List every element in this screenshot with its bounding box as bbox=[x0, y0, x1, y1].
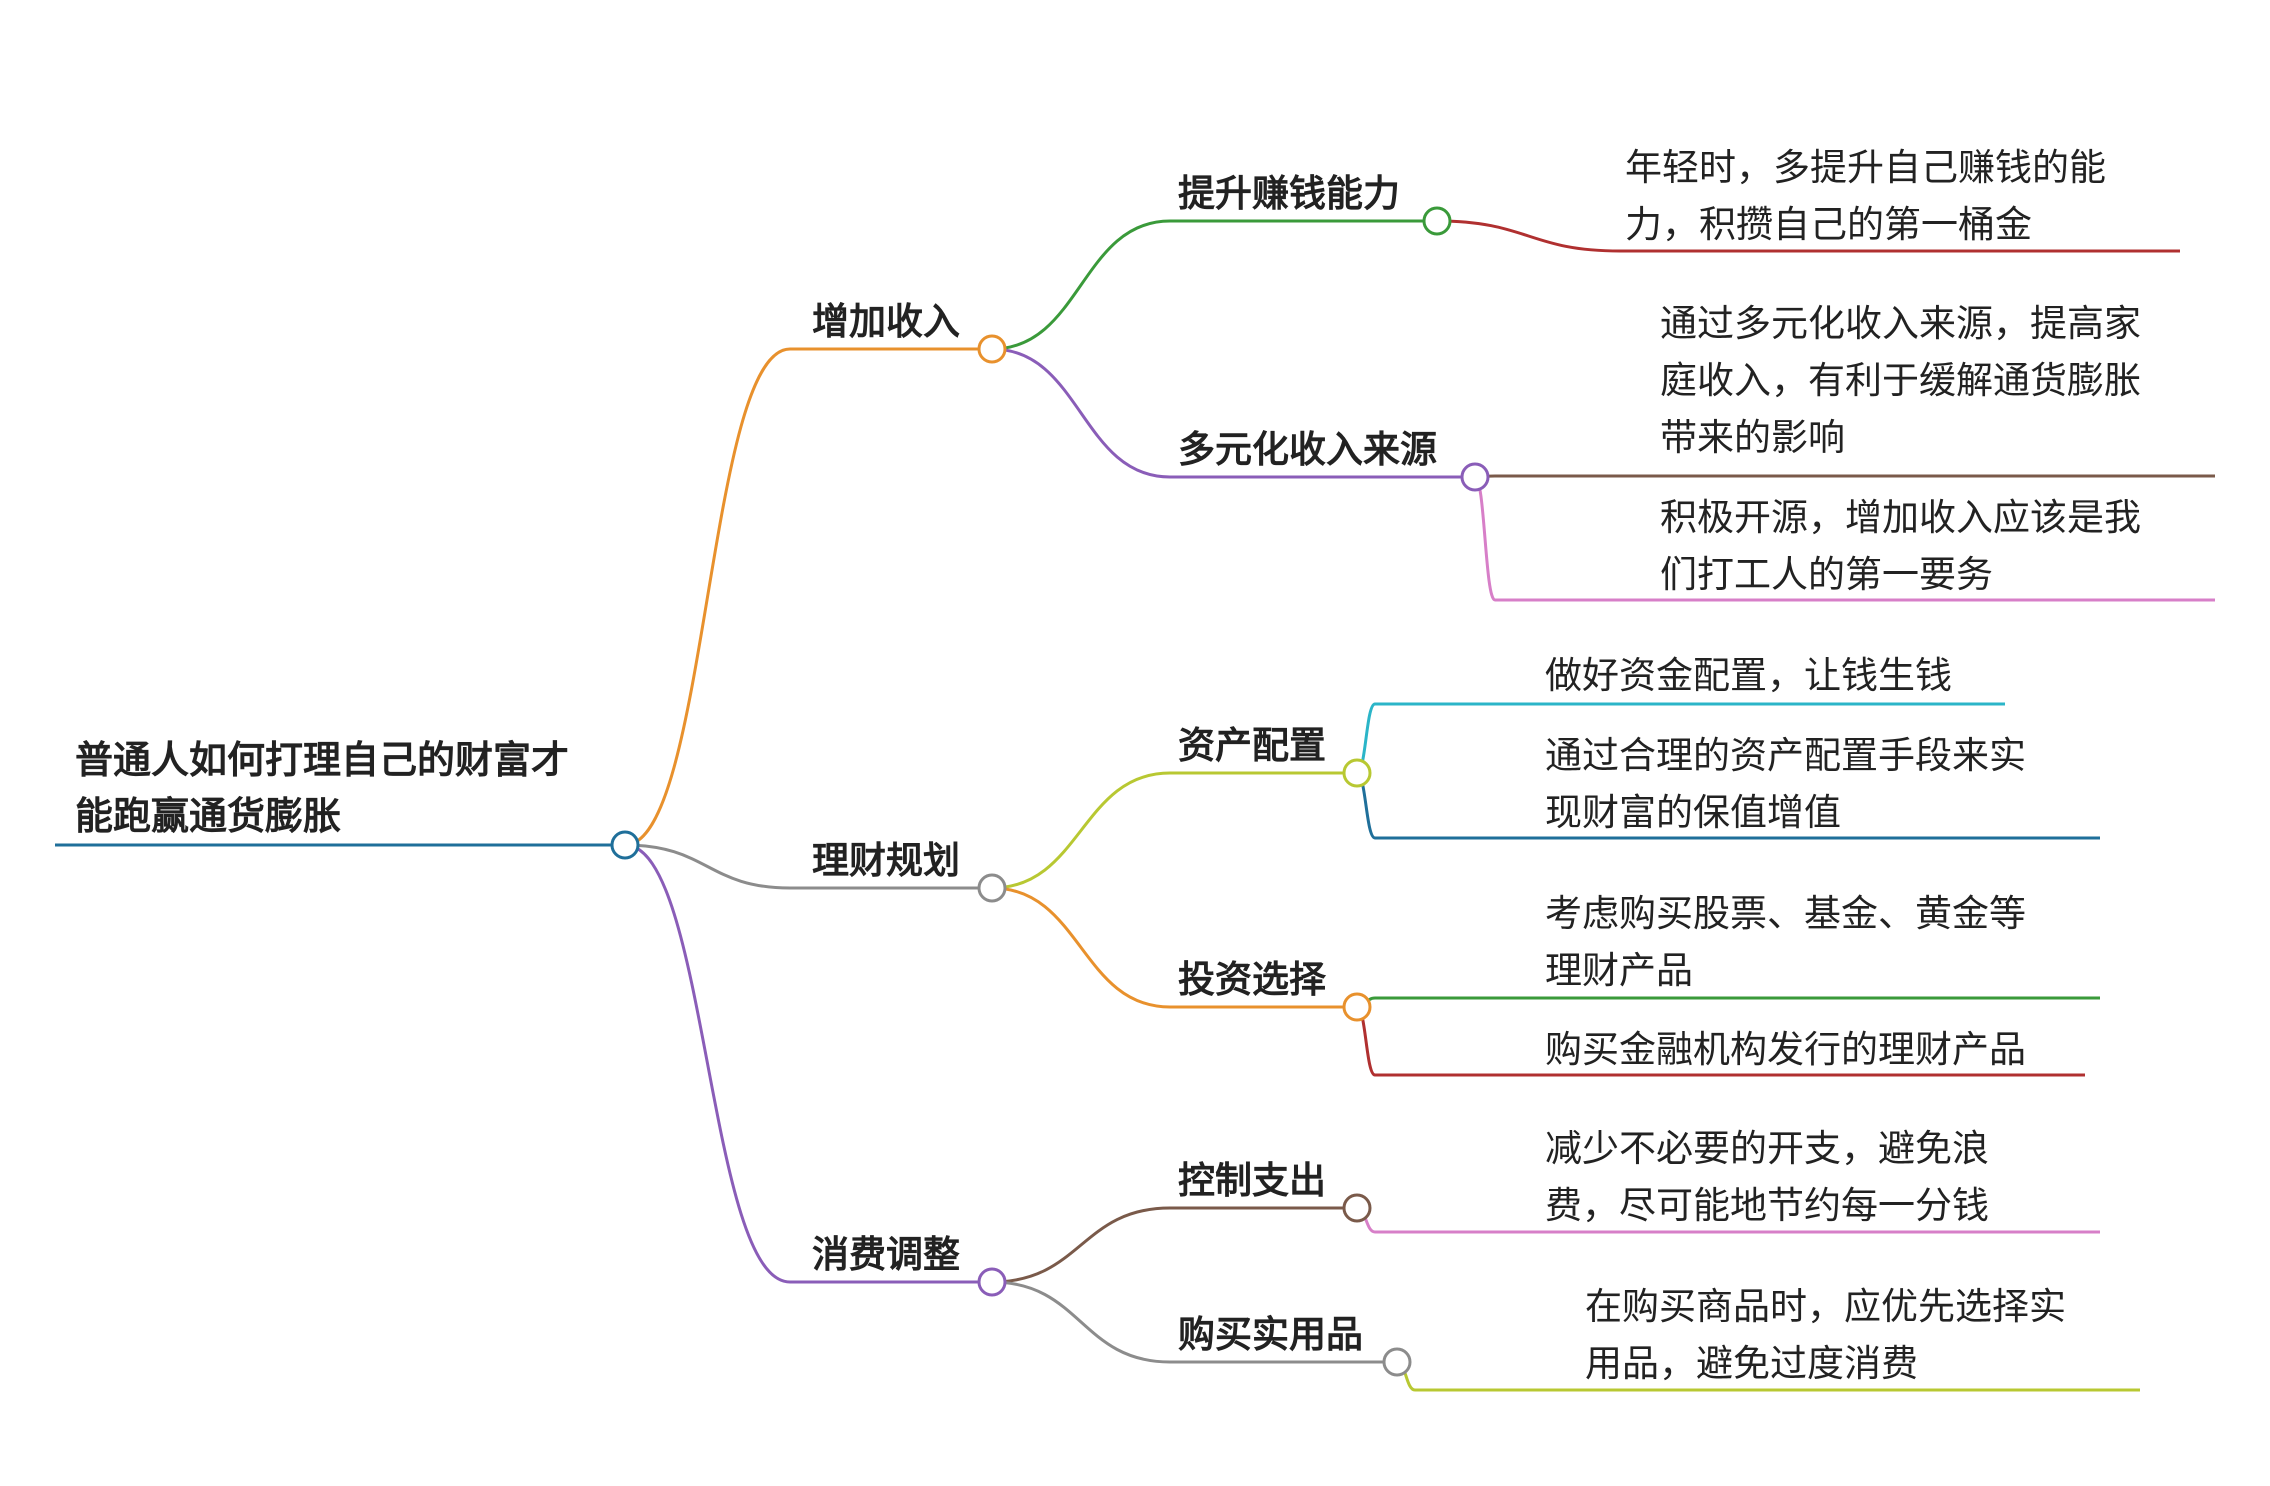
branch-connector bbox=[624, 843, 791, 1284]
leaf-text-line: 庭收入，有利于缓解通货膨胀 bbox=[1660, 359, 2141, 402]
leaf-text-line: 通过合理的资产配置手段来实 bbox=[1545, 734, 2026, 777]
leaf-text-line: 用品，避免过度消费 bbox=[1585, 1342, 1918, 1385]
leaf-text-line: 现财富的保值增值 bbox=[1545, 791, 1841, 834]
branch-label: 消费调整 bbox=[812, 1233, 960, 1276]
subtopic-node-circle[interactable] bbox=[1342, 992, 1372, 1022]
leaf-text-line: 费，尽可能地节约每一分钱 bbox=[1545, 1184, 1989, 1227]
subtopic-connector bbox=[991, 886, 1171, 1009]
branch-connector bbox=[624, 347, 791, 847]
subtopic-label: 资产配置 bbox=[1178, 724, 1326, 767]
subtopic-label: 提升赚钱能力 bbox=[1178, 172, 1400, 215]
branch-label: 理财规划 bbox=[812, 839, 960, 882]
subtopic-connector bbox=[991, 1206, 1171, 1284]
leaf-text-line: 力，积攒自己的第一桶金 bbox=[1625, 203, 2032, 246]
root-title-line: 能跑赢通货膨胀 bbox=[75, 794, 341, 838]
leaf-text-line: 购买金融机构发行的理财产品 bbox=[1545, 1028, 2026, 1071]
subtopic-connector bbox=[991, 1280, 1171, 1364]
subtopic-node-circle[interactable] bbox=[1460, 462, 1490, 492]
subtopic-connector bbox=[991, 771, 1171, 890]
leaf-text-line: 做好资金配置，让钱生钱 bbox=[1545, 654, 1952, 697]
underline-layer bbox=[55, 219, 2215, 1392]
leaf-text-line: 在购买商品时，应优先选择实 bbox=[1585, 1285, 2066, 1328]
subtopic-label: 控制支出 bbox=[1178, 1159, 1326, 1202]
node-circle-layer bbox=[610, 206, 1490, 1377]
subtopic-connector bbox=[991, 347, 1171, 479]
branch-node-circle[interactable] bbox=[977, 1267, 1007, 1297]
subtopic-node-circle[interactable] bbox=[1382, 1347, 1412, 1377]
root-node-circle[interactable] bbox=[610, 830, 640, 860]
branch-label: 增加收入 bbox=[812, 300, 960, 343]
leaf-text-line: 考虑购买股票、基金、黄金等 bbox=[1545, 892, 2026, 935]
subtopic-label: 购买实用品 bbox=[1178, 1313, 1363, 1356]
branch-connector bbox=[624, 843, 791, 890]
leaf-text-line: 们打工人的第一要务 bbox=[1660, 553, 1993, 596]
leaf-connector bbox=[1473, 475, 1497, 602]
branch-node-circle[interactable] bbox=[977, 334, 1007, 364]
leaf-text-line: 积极开源，增加收入应该是我 bbox=[1660, 496, 2141, 539]
subtopic-node-circle[interactable] bbox=[1342, 1193, 1372, 1223]
leaf-text-line: 年轻时，多提升自己赚钱的能 bbox=[1625, 146, 2106, 189]
leaf-text-line: 理财产品 bbox=[1545, 949, 1693, 992]
branch-node-circle[interactable] bbox=[977, 873, 1007, 903]
subtopic-label: 投资选择 bbox=[1178, 958, 1327, 1001]
edge-layer bbox=[624, 219, 1621, 1392]
leaf-text-line: 减少不必要的开支，避免浪 bbox=[1545, 1127, 1989, 1170]
leaf-text-line: 带来的影响 bbox=[1660, 416, 1845, 459]
subtopic-connector bbox=[991, 219, 1171, 351]
leaf-connector bbox=[1436, 219, 1621, 253]
subtopic-node-circle[interactable] bbox=[1422, 206, 1452, 236]
subtopic-node-circle[interactable] bbox=[1342, 758, 1372, 788]
subtopic-label: 多元化收入来源 bbox=[1178, 428, 1437, 471]
root-title-line: 普通人如何打理自己的财富才 bbox=[75, 738, 569, 782]
leaf-text-line: 通过多元化收入来源，提高家 bbox=[1660, 302, 2141, 345]
